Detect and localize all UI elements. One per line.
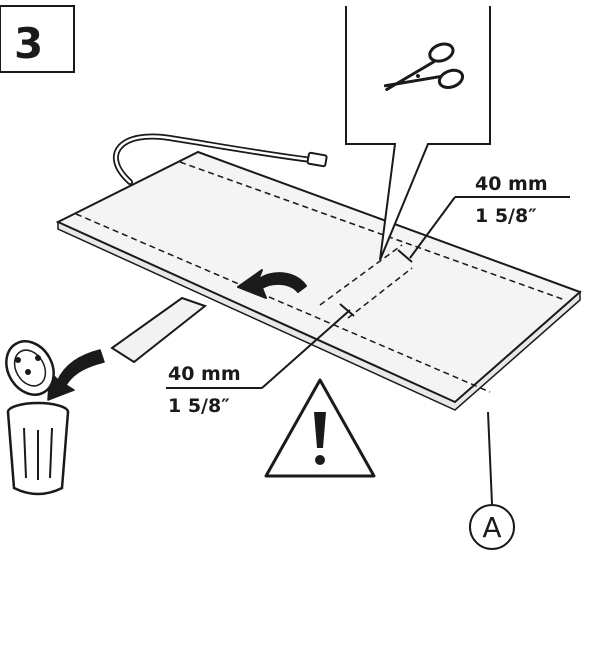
scissors-callout: [345, 6, 491, 261]
measure-left-imperial: 1 5/8″: [168, 395, 230, 417]
step-number-box: 3: [0, 5, 75, 73]
step-number: 3: [14, 19, 43, 68]
measure-right-metric: 40 mm: [475, 173, 548, 195]
arrow-icon: [237, 269, 307, 299]
measurement-right: 40 mm 1 5/8″: [397, 173, 570, 263]
callout-a: A: [469, 411, 515, 550]
callout-letter: A: [482, 511, 501, 544]
mat-panel: [55, 150, 582, 411]
scissors-icon: [383, 42, 465, 92]
measurement-left: 40 mm 1 5/8″: [166, 303, 355, 417]
measure-right-imperial: 1 5/8″: [475, 205, 537, 227]
removed-strip: [110, 296, 208, 364]
trash-bin-icon: [5, 340, 70, 496]
cable-plug: [306, 151, 328, 168]
measure-left-metric: 40 mm: [168, 363, 241, 385]
discard-arrow-icon: [47, 349, 105, 401]
warning-icon: [264, 378, 376, 478]
